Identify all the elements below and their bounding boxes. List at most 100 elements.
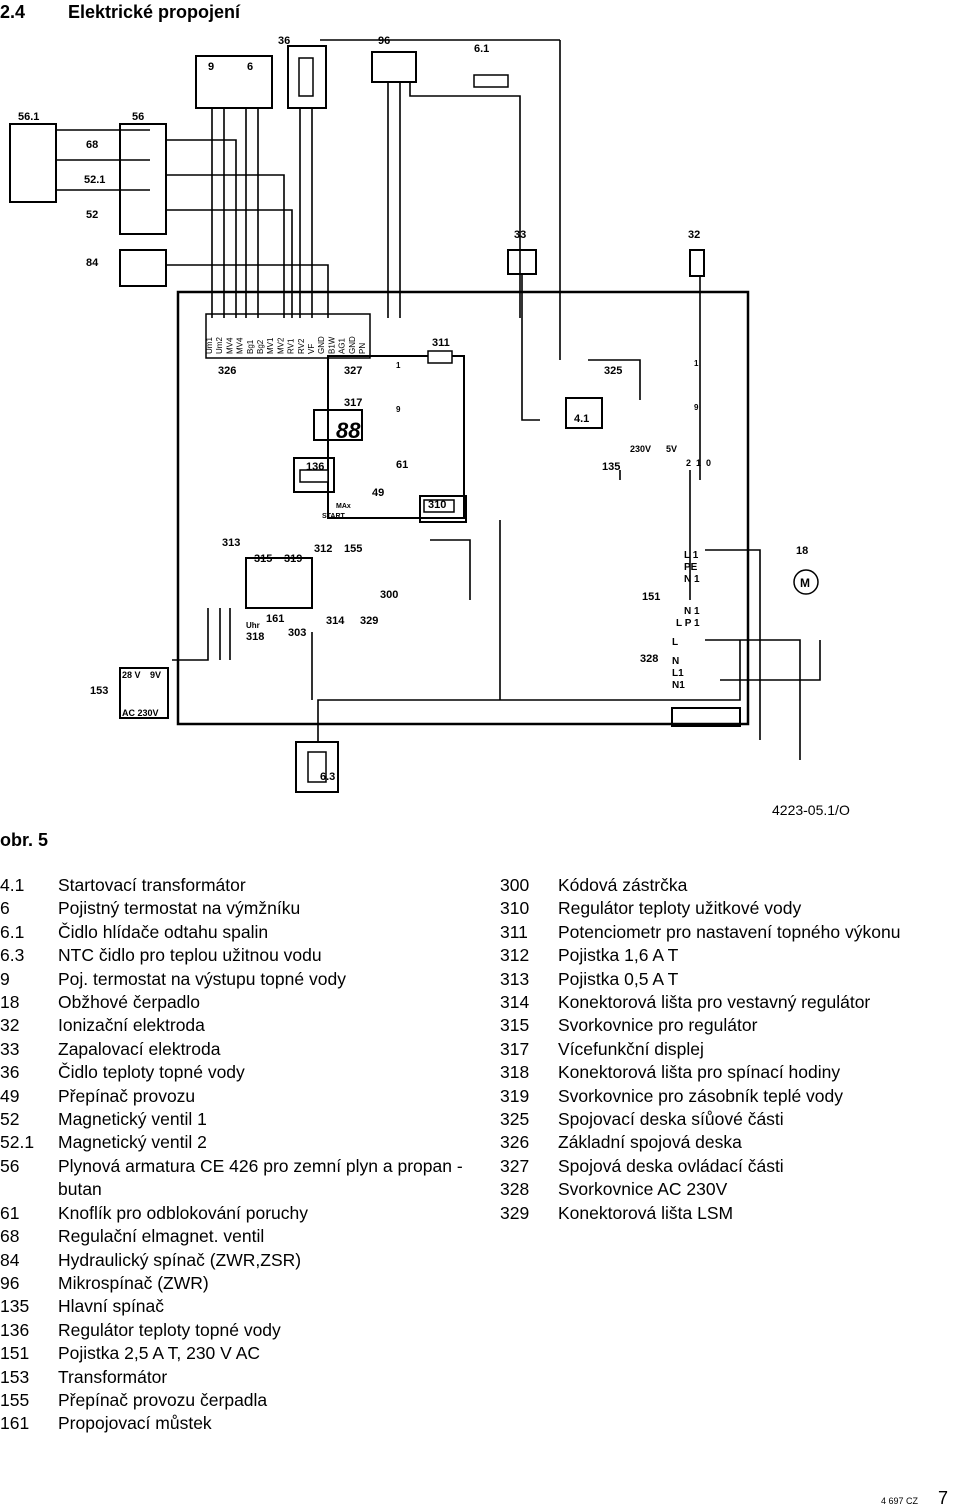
doc-code: 4 697 CZ xyxy=(880,1496,918,1506)
svg-text:303: 303 xyxy=(288,627,306,639)
section-heading: 2.4 Elektrické propojení xyxy=(0,2,240,23)
svg-text:136: 136 xyxy=(306,461,324,473)
svg-text:28 V: 28 V xyxy=(122,670,141,680)
svg-text:328: 328 xyxy=(640,653,658,665)
svg-text:313: 313 xyxy=(222,537,240,549)
svg-text:52: 52 xyxy=(86,209,98,221)
figure-label: obr. 5 xyxy=(0,830,49,850)
svg-text:N: N xyxy=(672,656,679,667)
svg-text:1: 1 xyxy=(396,361,401,370)
connector-pin-label: VF xyxy=(307,344,316,354)
svg-text:N1: N1 xyxy=(672,680,685,691)
connector-pin-label: GND xyxy=(317,336,326,354)
component-resistors xyxy=(298,57,819,783)
svg-text:9V: 9V xyxy=(150,670,161,680)
svg-text:M: M xyxy=(800,576,810,590)
svg-text:18: 18 xyxy=(796,545,808,557)
svg-text:315: 315 xyxy=(254,553,272,565)
svg-text:L P 1: L P 1 xyxy=(676,618,700,629)
svg-text:Uhr: Uhr xyxy=(246,621,260,630)
svg-text:33: 33 xyxy=(514,229,526,241)
svg-text:2: 2 xyxy=(686,458,691,468)
connector-pin-label: Um1 xyxy=(205,337,214,354)
section-number: 2.4 xyxy=(0,2,26,22)
svg-text:135: 135 xyxy=(602,461,620,473)
svg-text:326: 326 xyxy=(218,365,236,377)
drawing-code: 4223-05.1/O xyxy=(772,802,850,818)
svg-text:0: 0 xyxy=(706,458,711,468)
svg-text:MAx: MAx xyxy=(336,503,351,510)
svg-text:49: 49 xyxy=(372,487,384,499)
svg-text:AC 230V: AC 230V xyxy=(122,708,159,718)
svg-text:52.1: 52.1 xyxy=(84,174,105,186)
svg-text:155: 155 xyxy=(344,543,362,555)
svg-text:230V: 230V xyxy=(630,444,651,454)
svg-text:314: 314 xyxy=(326,615,345,627)
svg-text:318: 318 xyxy=(246,631,264,643)
svg-text:5V: 5V xyxy=(666,444,677,454)
svg-text:325: 325 xyxy=(604,365,622,377)
connector-pin-label: MV4 xyxy=(236,337,245,354)
svg-text:9: 9 xyxy=(396,405,401,414)
svg-text:4.1: 4.1 xyxy=(574,413,589,425)
svg-text:311: 311 xyxy=(432,337,450,349)
svg-text:32: 32 xyxy=(688,229,700,241)
page-number: 7 xyxy=(937,1488,948,1508)
svg-text:68: 68 xyxy=(86,139,98,151)
diagram-labels: 9 6 36 96 6.1 56.1 56 68 52.1 52 84 33 3… xyxy=(18,35,810,783)
svg-text:6.3: 6.3 xyxy=(320,771,335,783)
svg-text:96: 96 xyxy=(378,35,390,47)
svg-text:56: 56 xyxy=(132,111,144,123)
svg-text:PE: PE xyxy=(684,562,698,573)
svg-text:84: 84 xyxy=(86,257,99,269)
svg-text:L 1: L 1 xyxy=(684,550,699,561)
svg-text:L: L xyxy=(672,637,678,648)
svg-text:319: 319 xyxy=(284,553,302,565)
connector-pin-label: RV1 xyxy=(287,338,296,354)
svg-text:310: 310 xyxy=(428,499,446,511)
svg-text:L1: L1 xyxy=(672,668,684,679)
svg-text:61: 61 xyxy=(396,459,408,471)
connector-pin-label: MV4 xyxy=(225,337,234,354)
svg-text:153: 153 xyxy=(90,685,108,697)
connector-pin-label: B1W xyxy=(327,336,336,354)
page-footer: 4 697 CZ 7 xyxy=(881,1488,948,1509)
section-title: Elektrické propojení xyxy=(68,2,241,22)
svg-text:9: 9 xyxy=(208,61,214,73)
diagram-frames xyxy=(9,45,750,793)
connector-pin-label: MV2 xyxy=(276,337,285,354)
connector-pin-label: GND xyxy=(348,336,357,354)
svg-text:317: 317 xyxy=(344,397,362,409)
